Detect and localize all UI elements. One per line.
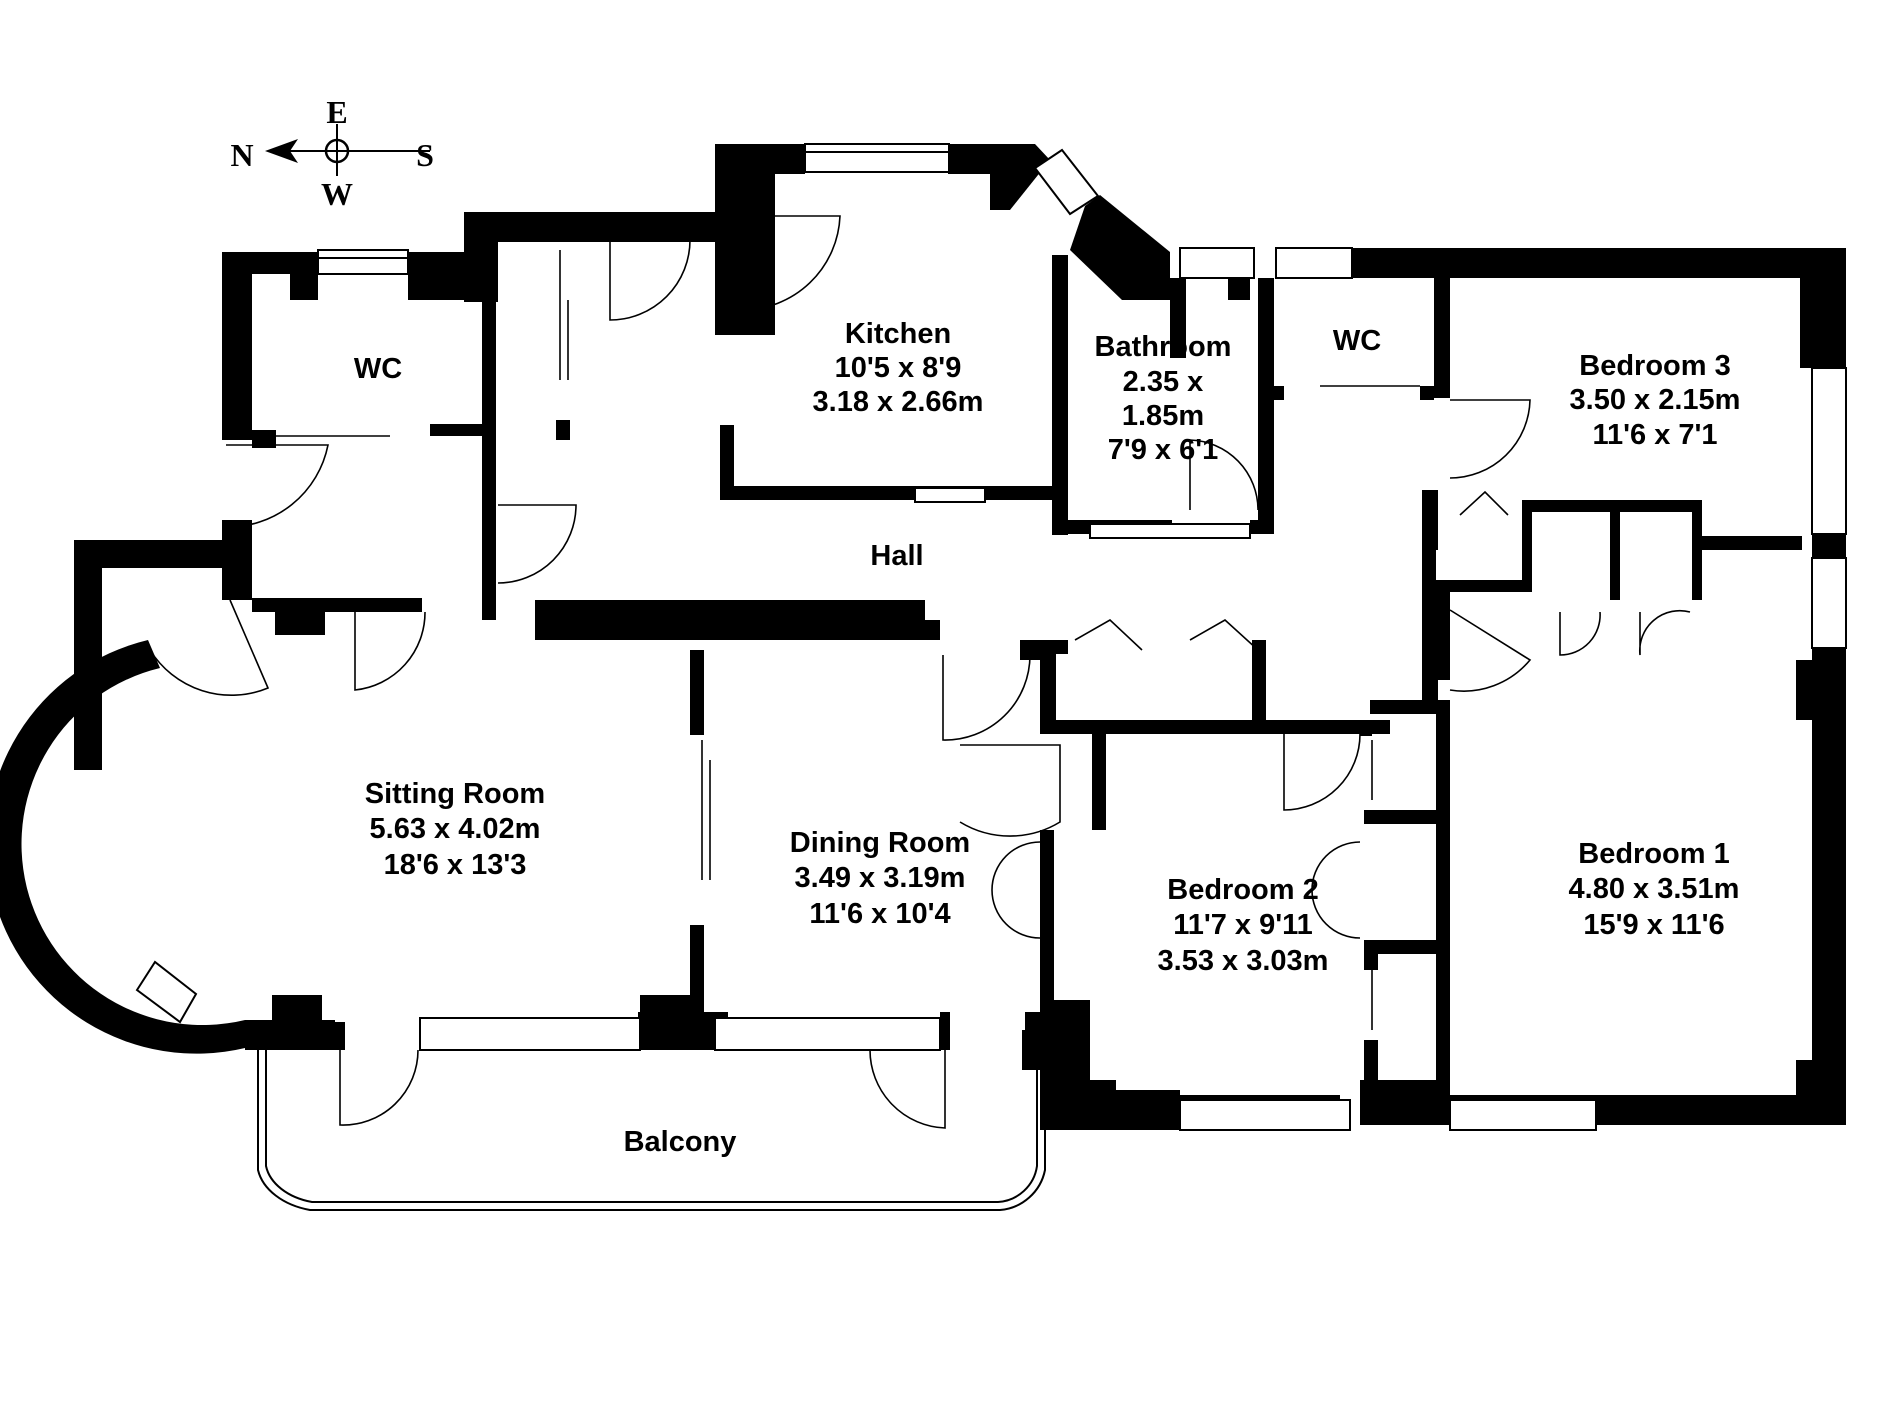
compass-west: W (321, 176, 353, 212)
room-dining-room: Dining Room 3.49 x 3.19m 11'6 x 10'4 (790, 827, 970, 930)
room-dimension-metric: 3.53 x 3.03m (1158, 945, 1329, 977)
room-bedroom-1: Bedroom 1 4.80 x 3.51m 15'9 x 11'6 (1569, 838, 1740, 941)
room-wc-right: WC (1333, 325, 1381, 357)
room-name: Kitchen (845, 318, 951, 350)
room-dimension-imperial: 11'6 x 7'1 (1592, 419, 1717, 451)
room-name: WC (354, 353, 402, 385)
room-bathroom: Bathroom 2.35 x 1.85m 7'9 x 6'1 (1095, 331, 1232, 466)
room-name: Bedroom 1 (1578, 838, 1729, 870)
room-wc-left: WC (354, 353, 402, 385)
room-name: Dining Room (790, 827, 970, 859)
room-kitchen: Kitchen 10'5 x 8'9 3.18 x 2.66m (813, 318, 984, 418)
compass-rose: E W N S (230, 94, 433, 212)
room-dimension-imperial: 18'6 x 13'3 (384, 849, 527, 881)
compass-south: S (416, 137, 434, 173)
room-dimension-metric-cont: 1.85m (1122, 400, 1204, 432)
compass-east: E (326, 94, 347, 130)
room-dimension-imperial: 11'7 x 9'11 (1173, 909, 1313, 941)
room-dimension-imperial: 7'9 x 6'1 (1108, 434, 1219, 466)
compass-north: N (230, 137, 253, 173)
room-bedroom-3: Bedroom 3 3.50 x 2.15m 11'6 x 7'1 (1570, 350, 1741, 451)
room-name: Bathroom (1095, 331, 1232, 363)
room-dimension-imperial: 10'5 x 8'9 (835, 352, 962, 384)
room-name: Bedroom 3 (1579, 350, 1730, 382)
room-balcony: Balcony (624, 1126, 737, 1158)
north-arrow-icon (265, 139, 298, 163)
room-name: Bedroom 2 (1167, 874, 1318, 906)
room-dimension-imperial: 15'9 x 11'6 (1583, 909, 1724, 941)
doors (149, 215, 1691, 1129)
room-name: Sitting Room (365, 778, 545, 810)
room-dimension-metric: 3.50 x 2.15m (1570, 384, 1741, 416)
room-dimension-metric: 3.49 x 3.19m (795, 862, 966, 894)
room-name: WC (1333, 325, 1381, 357)
room-hall: Hall (870, 540, 923, 572)
room-dimension-metric: 3.18 x 2.66m (813, 386, 984, 418)
room-bedroom-2: Bedroom 2 11'7 x 9'11 3.53 x 3.03m (1158, 874, 1329, 977)
room-name: Hall (870, 540, 923, 572)
room-dimension-metric: 4.80 x 3.51m (1569, 873, 1740, 905)
room-dimension-metric: 2.35 x (1123, 366, 1204, 398)
room-sitting-room: Sitting Room 5.63 x 4.02m 18'6 x 13'3 (365, 778, 545, 881)
room-dimension-metric: 5.63 x 4.02m (370, 813, 541, 845)
windows (135, 143, 1847, 1131)
room-name: Balcony (624, 1126, 737, 1158)
walls (0, 144, 1846, 1130)
room-dimension-imperial: 11'6 x 10'4 (809, 898, 950, 930)
balcony-outline (257, 1050, 1046, 1211)
